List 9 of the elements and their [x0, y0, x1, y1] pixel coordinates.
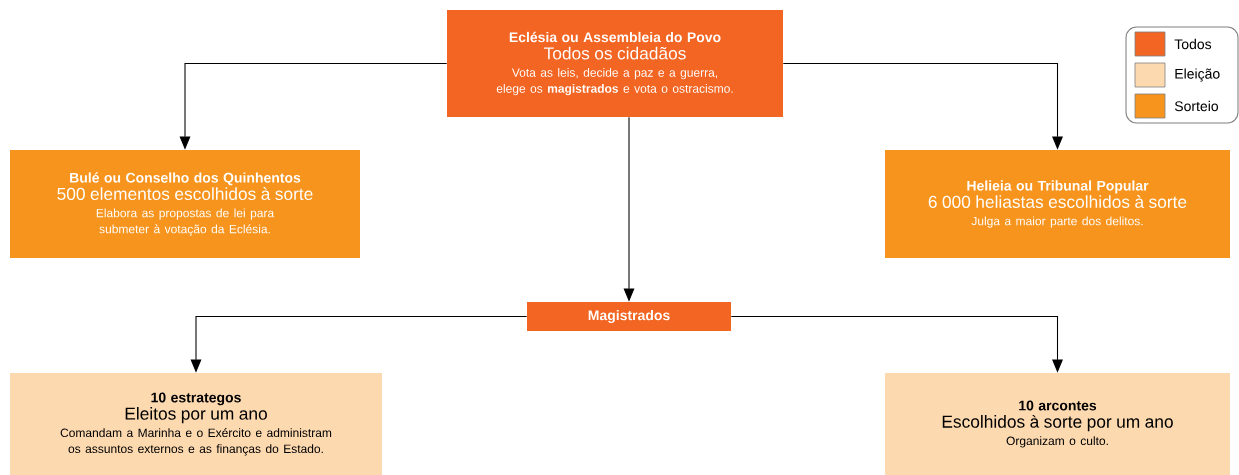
process-box: Helieia ou Tribunal Popular 6 000 heliastas escolhidos à sorte Julga a maior parte dos delitos. [885, 150, 1230, 258]
process-box: 10 arcontes Escolhidos à sorte por um ano Organizam o culto. [885, 373, 1230, 475]
process-box: Magistrados [527, 302, 731, 331]
process-box: 10 estrategos Eleitos por um ano Comandam a Marinha e o Exército e administram os assuntos externos e as finanças do Estado. [10, 373, 382, 475]
legend-label: Todos [1174, 38, 1212, 50]
legend-label: Eleição [1175, 68, 1220, 82]
process-box: Bulé ou Conselho dos Quinhentos 500 elementos escolhidos à sorte Elabora as propostas de lei para submeter à votação da Eclésia. [10, 150, 360, 258]
process-box: Eclésia ou Assembleia do Povo Todos os cidadãos Vota as leis, decide a paz e a guerra, elege os magistrados e vota o ostracismo. [447, 10, 783, 117]
legend-label: Sorteio [1174, 100, 1219, 112]
